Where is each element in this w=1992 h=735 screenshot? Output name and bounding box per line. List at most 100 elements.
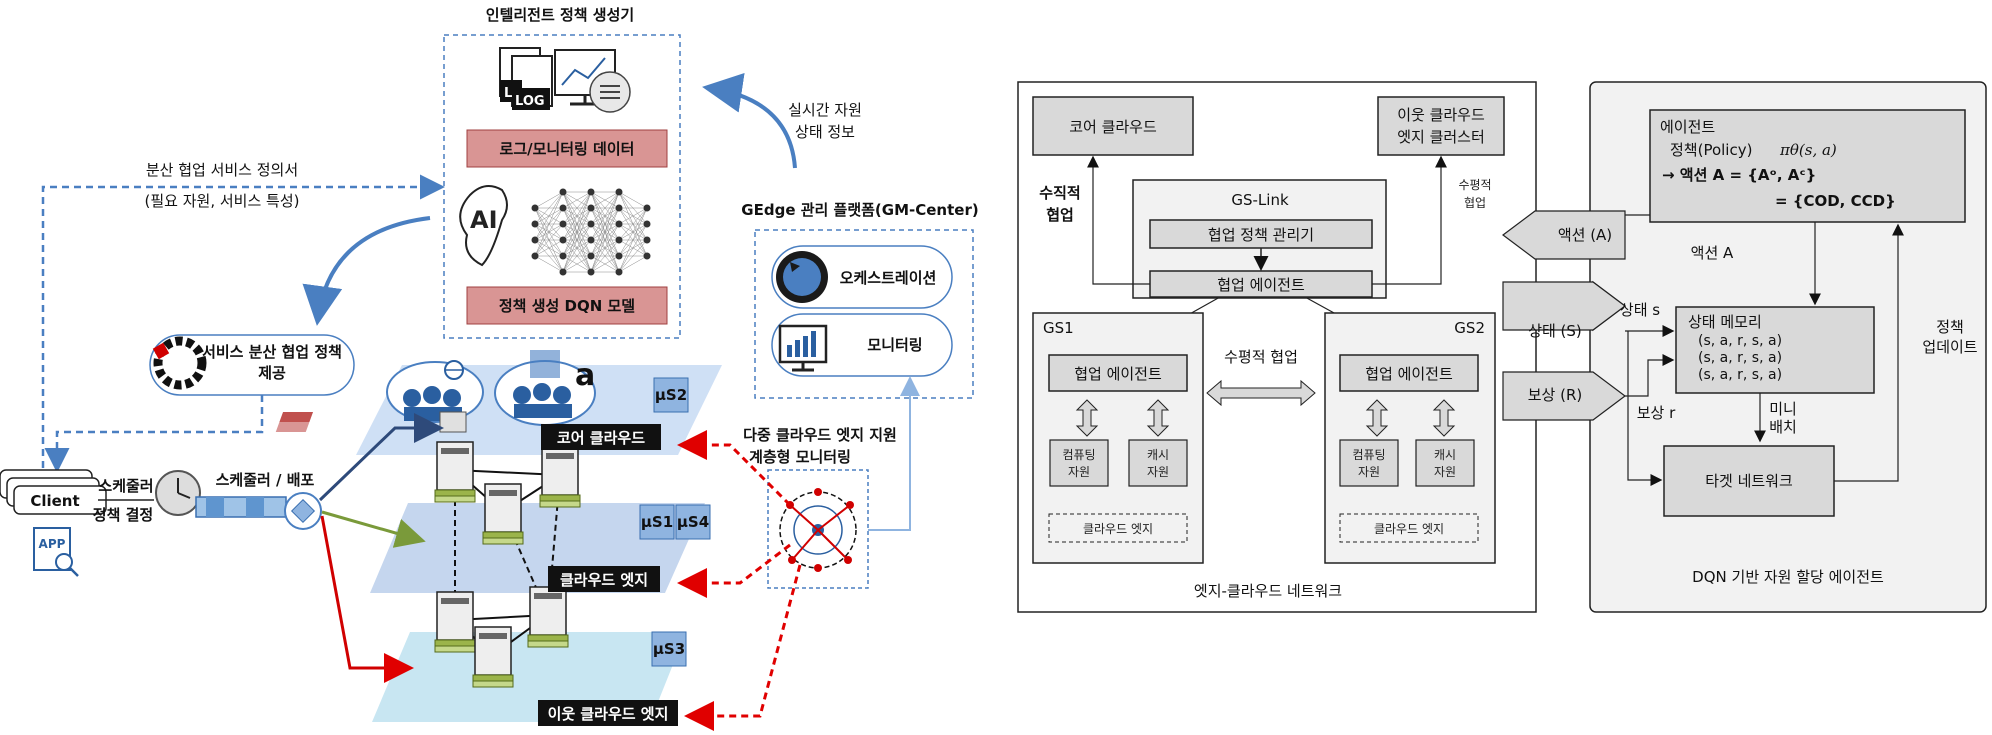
mini-batch-1: 미니 <box>1769 400 1797 418</box>
core-cloud-tag-label: 코어 클라우드 <box>557 429 645 447</box>
gs1-computing-box <box>1049 439 1109 487</box>
reward-r-label: 보상 r <box>1637 404 1676 422</box>
monitor-chart-icon <box>554 49 631 113</box>
multi-monitor-label-2: 계층형 모니터링 <box>749 448 851 466</box>
reward-arrow-label: 보상 (R) <box>1528 386 1583 404</box>
memory-title: 상태 메모리 <box>1688 313 1762 331</box>
gs1-cloud-edge-box <box>1048 513 1188 543</box>
state-memory-box <box>1675 306 1875 394</box>
multi-monitor-label-1: 다중 클라우드 엣지 지원 <box>743 426 897 444</box>
gs1-agent-box <box>1048 354 1188 392</box>
cloud-edge-tag-label: 클라우드 엣지 <box>560 571 648 589</box>
svg-text:a: a <box>575 358 595 393</box>
client-label: Client <box>30 492 79 510</box>
reward-arrow-body <box>1502 371 1626 421</box>
server-icon <box>434 591 476 653</box>
svg-text:AI: AI <box>470 206 498 234</box>
gs2-cloud-edge-box <box>1339 513 1479 543</box>
horizontal-collab-label: 수평적 협업 <box>1224 348 1298 366</box>
server-icon <box>539 446 581 508</box>
client-stack: Client <box>0 469 107 515</box>
deploy-hub-icon <box>284 492 322 530</box>
service-def-label-1: 분산 협업 서비스 정의서 <box>146 161 298 179</box>
gs1-label: GS1 <box>1043 319 1074 337</box>
log-monitoring-label: 로그/모니터링 데이터 <box>500 140 635 158</box>
svg-text:컴퓨팅: 컴퓨팅 <box>1062 448 1095 462</box>
scheduler-policy-label-2: 정책 결정 <box>93 506 153 524</box>
cloud-edge-tag <box>548 566 660 592</box>
monitor-red-neighbor <box>684 564 802 731</box>
policy-update-2: 업데이트 <box>1922 338 1977 356</box>
svg-text:μS1: μS1 <box>641 513 673 531</box>
server-icon <box>472 626 514 688</box>
svg-text:캐시: 캐시 <box>1147 448 1169 462</box>
gs2-computing-box <box>1339 439 1399 487</box>
scheduler-policy-label-1: 스케줄러 <box>98 477 153 495</box>
mini-batch-2: 배치 <box>1769 418 1797 436</box>
orchestration-icon <box>776 251 828 303</box>
core-cloud-tag <box>541 424 661 450</box>
app-icon: APP <box>33 527 79 577</box>
memory-row: (s, a, r, s, a) <box>1698 367 1782 383</box>
memory-row: (s, a, r, s, a) <box>1698 333 1782 349</box>
scheduler-queue-icon <box>195 496 287 518</box>
gs1-agent-label: 협업 에이전트 <box>1074 365 1162 383</box>
azure-amazon-cloud-icon: a <box>494 350 596 426</box>
horizontal-small-1: 수평적 <box>1458 178 1491 192</box>
policy-manager-label: 협업 정책 관리기 <box>1208 226 1314 244</box>
server-network <box>434 441 581 688</box>
policy-provide-arrow <box>302 216 431 326</box>
neighbor-cluster-label-2: 엣지 클러스터 <box>1397 128 1485 146</box>
gs2-label: GS2 <box>1454 319 1485 337</box>
gedge-title: GEdge 관리 플랫폼(GM-Center) <box>741 201 978 219</box>
server-icon <box>482 483 524 545</box>
dqn-agent-panel: 에이전트 정책(Policy) πθ(s, a) → 액션 A = {Aᵒ, A… <box>1502 81 1987 613</box>
policy-wheel-icon <box>152 336 207 390</box>
gs2-double-arrows <box>1365 399 1456 437</box>
svg-text:LOG: LOG <box>515 94 545 109</box>
action-set: = {COD, CCD} <box>1775 192 1896 210</box>
realtime-label-1: 실시간 자원 <box>788 101 862 119</box>
action-arrow-label: 액션 (A) <box>1558 226 1612 244</box>
svg-text:APP: APP <box>39 537 66 551</box>
service-def-arrow <box>41 174 445 468</box>
policy-provide-label-2: 제공 <box>258 364 286 382</box>
monitor-red-core <box>677 430 792 507</box>
log-monitoring-box <box>466 129 668 168</box>
action-line: → 액션 A = {Aᵒ, Aᶜ} <box>1662 166 1816 184</box>
target-network-box <box>1663 445 1835 517</box>
deploy-arrow-edge <box>321 510 426 548</box>
svg-text:클라우드 엣지: 클라우드 엣지 <box>1083 522 1153 536</box>
log-file-icon: L LOG <box>499 47 553 110</box>
memory-rows: (s, a, r, s, a)(s, a, r, s, a)(s, a, r, … <box>1698 333 1782 383</box>
neighbor-cluster-label-1: 이웃 클라우드 <box>1397 106 1485 124</box>
deploy-arrow-neighbor <box>320 515 414 683</box>
neighbor-edge-layer <box>372 632 686 722</box>
ms3-tag <box>651 631 687 667</box>
horizontal-small-2: 협업 <box>1464 196 1486 210</box>
vertical-collab-1: 수직적 <box>1039 184 1080 202</box>
action-arrow-shape <box>1502 210 1626 260</box>
ms2-tag <box>653 377 689 413</box>
deploy-arrow-core <box>318 413 444 502</box>
state-arrow-label: 상태 (S) <box>1528 322 1582 340</box>
agent-to-core <box>1087 155 1150 285</box>
policy-generator-title: 인텔리전트 정책 생성기 <box>486 6 634 24</box>
orchestration-label: 오케스트레이션 <box>840 269 937 287</box>
gs1-double-arrows <box>1075 399 1170 437</box>
dqn-footer: DQN 기반 자원 할당 에이전트 <box>1692 568 1884 586</box>
network-footer: 엣지-클라우드 네트워크 <box>1194 582 1342 600</box>
svg-text:클라우드 엣지: 클라우드 엣지 <box>1374 522 1444 536</box>
policy-provide-label-1: 서비스 분산 협업 정책 <box>202 343 342 361</box>
action-a-label: 액션 A <box>1691 244 1734 262</box>
realtime-arrow <box>702 72 797 169</box>
vertical-collab-2: 협업 <box>1046 206 1074 224</box>
target-to-agent <box>1834 223 1904 482</box>
state-arrow-body <box>1502 281 1626 331</box>
gedge-box <box>754 229 974 399</box>
neighbor-cluster-box <box>1377 96 1505 156</box>
policy-label: 정책(Policy) <box>1670 141 1752 159</box>
agent-policy-box <box>1649 109 1966 223</box>
target-network-label: 타겟 네트워크 <box>1705 472 1793 490</box>
